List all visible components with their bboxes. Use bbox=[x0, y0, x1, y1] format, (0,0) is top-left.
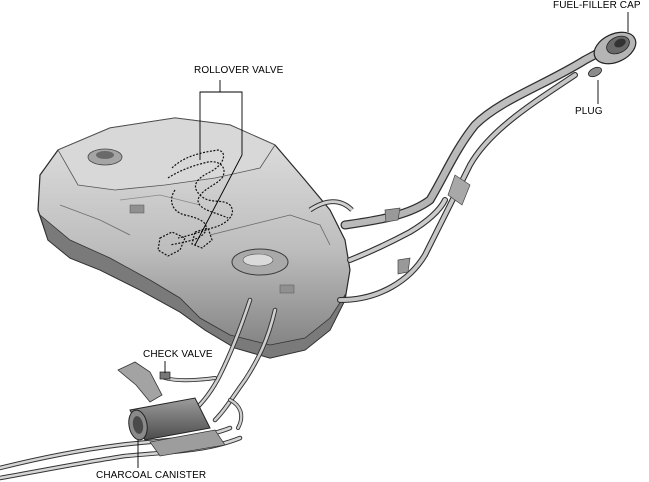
fuel-filler-pipe bbox=[308, 47, 605, 303]
charcoal-canister-label: CHARCOAL CANISTER bbox=[96, 470, 207, 481]
fuel-filler-cap-label: FUEL-FILLER CAP bbox=[553, 0, 641, 11]
fuel-filler-cap bbox=[593, 31, 637, 65]
plug-label: PLUG bbox=[575, 106, 603, 117]
rollover-valve-label: ROLLOVER VALVE bbox=[194, 65, 284, 76]
leader-lines bbox=[137, 12, 629, 468]
check-valve-label: CHECK VALVE bbox=[143, 349, 213, 360]
plug bbox=[588, 66, 602, 78]
check-valve bbox=[117, 361, 171, 403]
rollover-valve-lines bbox=[157, 149, 233, 257]
charcoal-canister bbox=[128, 397, 226, 457]
